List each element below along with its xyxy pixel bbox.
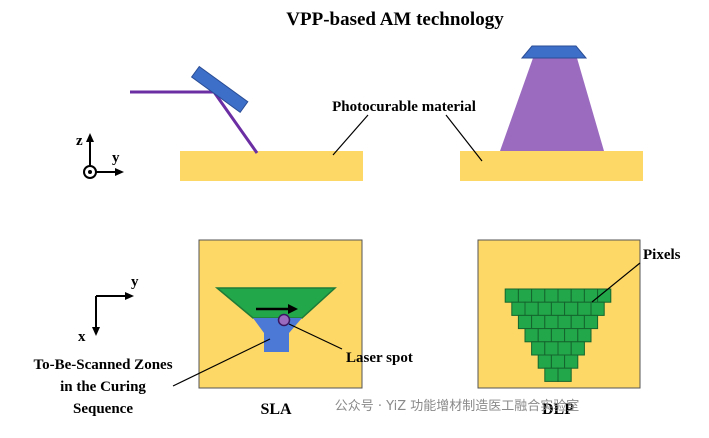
dlp-pixel [517,314,533,330]
sla-label: SLA [260,401,292,418]
top-axes: z y [76,133,124,179]
dlp-pixel [550,328,566,343]
dlp-pixel [570,288,585,303]
dlp-pixel [564,354,579,369]
dlp-pixel [544,314,559,330]
dlp-pixel [531,288,546,303]
dlp-pixel [537,354,552,369]
laser-spot-marker [277,313,291,327]
dlp-pixel [557,341,572,356]
to-be-scanned-zone [253,318,302,352]
bottom-axis-y-label: y [131,274,139,290]
dlp-pixel [537,301,552,316]
dlp-pixel [564,301,579,316]
zones-leader [172,338,271,387]
laser-spot-leader [288,323,343,350]
laser-beam-reflected [212,91,259,154]
dlp-pixel [557,314,572,330]
scanning-mirror [190,65,249,113]
dlp-pixel [550,301,566,316]
dlp-pixel [577,301,592,316]
dlp-pixel [531,341,546,356]
pixels-label: Pixels [643,247,681,263]
dlp-pixel [590,301,605,316]
bottom-axes: y x [78,274,139,345]
dlp-pixel [583,314,599,330]
dlp-pixel [564,328,579,343]
bottom-axis-x-label: x [78,329,86,345]
zones-label-line2: in the Curing [60,379,146,395]
photocurable-leader-right [445,114,483,162]
dlp-pixel [511,301,526,316]
diagram-title: VPP-based AM technology [286,9,504,30]
dlp-pixel [544,288,559,303]
dlp-pixel [570,314,585,330]
dlp-pixel [557,288,572,303]
photocurable-leader-left [332,114,369,156]
dlp-pixel [504,288,519,303]
top-axis-z-label: z [76,133,83,149]
top-axis-y-label: y [112,150,120,166]
photocurable-label: Photocurable material [332,99,476,115]
dlp-pixel [544,341,559,356]
dlp-resin-block [460,151,643,181]
dlp-pixel [531,314,546,330]
laser-spot-label: Laser spot [346,350,413,366]
dlp-pixel [577,328,592,343]
dlp-light-cone [500,58,604,151]
dlp-pixel [544,367,559,382]
scan-direction-arrowhead [288,304,298,314]
dlp-pixel [524,328,539,343]
dlp-label: DLP [542,401,574,418]
dlp-pixel [550,354,566,369]
dlp-pixel [557,367,572,382]
dlp-pixel [524,301,539,316]
dlp-pixel [517,288,533,303]
dlp-projector [520,45,588,59]
sla-resin-block [180,151,363,181]
zones-label-line3: Sequence [73,401,133,417]
dlp-pixel [570,341,585,356]
zones-label-line1: To-Be-Scanned Zones [33,357,172,373]
dlp-pixel [583,288,599,303]
dlp-pixel [537,328,552,343]
watermark-text: 公众号 · YiZ 功能增材制造医工融合实验室 [335,398,580,414]
pixels-leader [591,262,641,303]
dlp-pixel-grid [504,288,612,382]
